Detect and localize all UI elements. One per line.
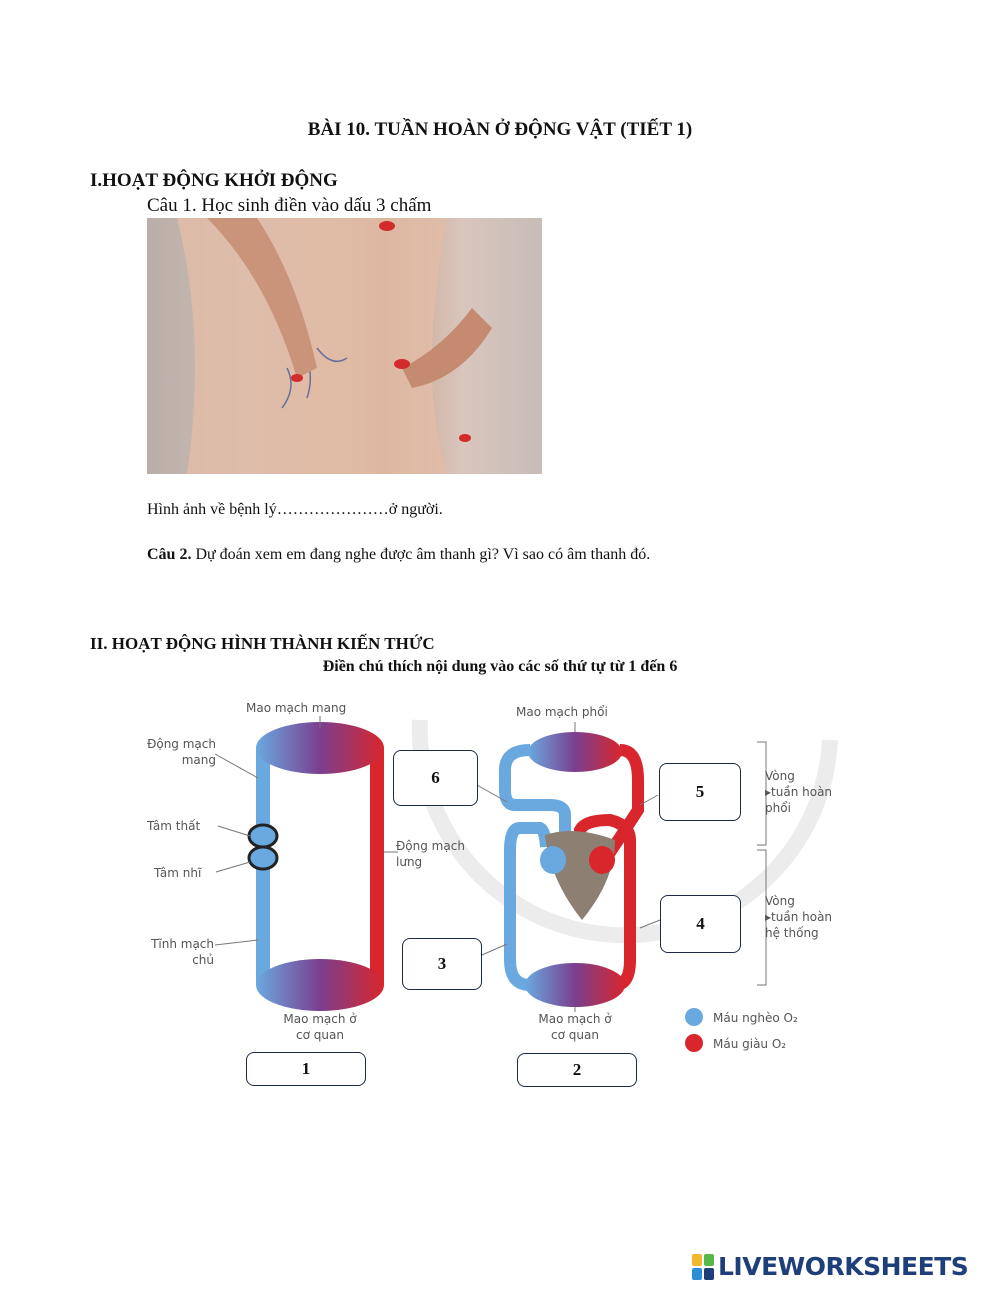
legend-blue-dot xyxy=(685,1008,703,1026)
label-atrium: Tâm nhĩ xyxy=(154,866,202,880)
question-2: Câu 2. Dự đoán xem em đang nghe được âm … xyxy=(147,546,650,564)
answer-box-4[interactable]: 4 xyxy=(660,895,741,953)
answer-box-1[interactable]: 1 xyxy=(246,1052,366,1086)
question-1-fill-text: Hình ảnh về bệnh lý…………………ở người. xyxy=(147,501,443,518)
label-gill-capillaries: Mao mạch mang xyxy=(246,701,347,715)
brand-name: LIVEWORKSHEETS xyxy=(718,1252,969,1281)
fish-heart xyxy=(247,823,279,871)
answer-box-2[interactable]: 2 xyxy=(517,1053,637,1087)
legend-red-dot xyxy=(685,1034,703,1052)
question-2-text: Dự đoán xem em đang nghe được âm thanh g… xyxy=(191,546,651,563)
legend-oxygen-rich: Máu giàu O₂ xyxy=(713,1037,787,1051)
mammal-heart xyxy=(545,831,615,920)
page-title: BÀI 10. TUẦN HOÀN Ở ĐỘNG VẬT (TIẾT 1) xyxy=(307,119,693,140)
question-2-label: Câu 2. xyxy=(147,546,192,563)
watermark-arc xyxy=(411,719,838,944)
liveworksheets-logo-icon xyxy=(692,1253,714,1280)
section-2-heading: II. HOẠT ĐỘNG HÌNH THÀNH KIẾN THỨC xyxy=(90,634,435,653)
liveworksheets-logo: LIVEWORKSHEETS xyxy=(692,1252,969,1281)
double-circulation-mammal xyxy=(476,722,767,1052)
question-1: Câu 1. Học sinh điền vào dấu 3 chấm xyxy=(147,195,432,216)
varicose-veins-photo xyxy=(147,218,542,474)
section-2-instruction: Điền chú thích nội dung vào các số thứ t… xyxy=(322,658,678,675)
answer-box-6[interactable]: 6 xyxy=(393,750,478,806)
answer-box-5[interactable]: 5 xyxy=(659,763,741,821)
label-lung-capillaries: Mao mạch phổi xyxy=(516,705,608,719)
section-1-heading: I.HOẠT ĐỘNG KHỞI ĐỘNG xyxy=(90,170,338,191)
label-ventricle: Tâm thất xyxy=(147,819,201,833)
single-circulation-fish xyxy=(214,716,398,1011)
leg-illustration xyxy=(177,218,492,474)
legend-oxygen-poor: Máu nghèo O₂ xyxy=(713,1011,798,1025)
answer-box-3[interactable]: 3 xyxy=(402,938,482,990)
